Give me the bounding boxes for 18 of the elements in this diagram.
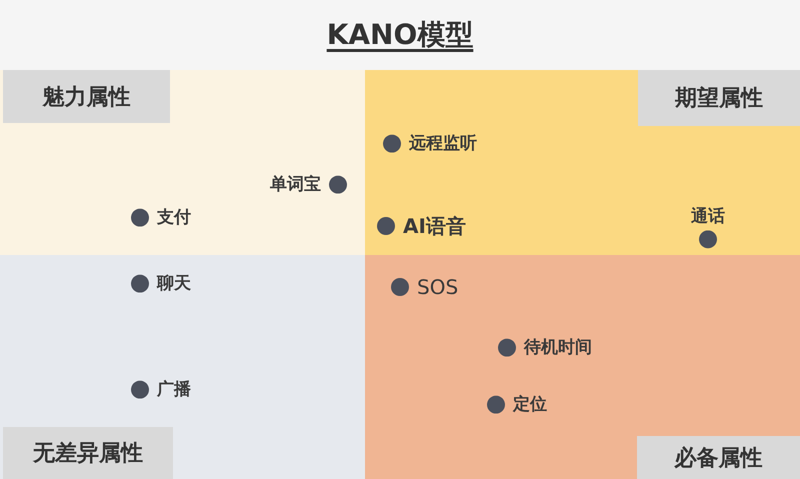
point-label: SOS	[417, 276, 458, 298]
point-label: 广播	[157, 380, 191, 400]
point-label: 聊天	[157, 274, 191, 294]
point-label: AI语音	[403, 215, 466, 237]
point-label: 待机时间	[524, 338, 592, 358]
quadrant-panel	[365, 255, 800, 479]
point-label: 单词宝	[270, 176, 321, 194]
category-tag: 无差异属性	[3, 427, 173, 479]
quadrant-panel	[0, 255, 365, 479]
category-tag: 魅力属性	[3, 70, 170, 123]
chart-title: KANO模型	[326, 18, 474, 51]
point-label: 通话	[691, 207, 725, 226]
quadrant-panel	[365, 70, 800, 255]
category-tag: 期望属性	[638, 70, 800, 126]
point-label: 定位	[513, 396, 547, 414]
category-tag: 必备属性	[637, 436, 800, 479]
point-label: 远程监听	[409, 134, 477, 154]
point-label: 支付	[157, 208, 191, 228]
